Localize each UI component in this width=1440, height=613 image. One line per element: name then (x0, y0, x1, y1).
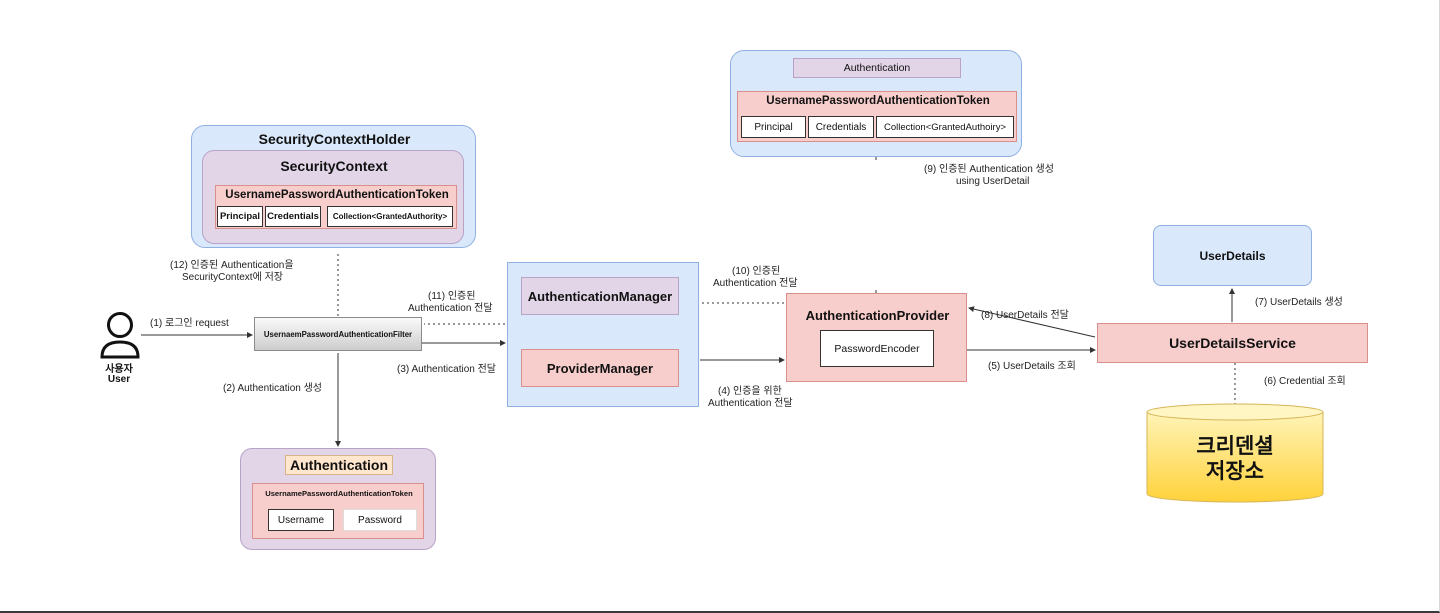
authenticated-credentials-field: Credentials (808, 116, 874, 138)
security-context-holder-title: SecurityContextHolder (258, 131, 411, 147)
step-12-label-line1: (12) 인증된 Authentication을 (170, 260, 294, 271)
step-3-label: (3) Authentication 전달 (397, 364, 497, 375)
step-9-label-line2: using UserDetail (956, 176, 1030, 187)
step-5-label: (5) UserDetails 조회 (988, 361, 1076, 372)
authentication-manager: AuthenticationManager (521, 277, 679, 315)
security-context-token: UsernamePasswordAuthenticationToken Prin… (215, 185, 457, 229)
authenticated-token-box: Authentication UsernamePasswordAuthentic… (730, 50, 1022, 157)
user-label-en: User (107, 373, 131, 385)
password-field: Password (343, 509, 417, 531)
step-6-label: (6) Credential 조회 (1264, 376, 1346, 387)
username-field: Username (268, 509, 334, 531)
step-4-label-line1: (4) 인증을 위한 (718, 386, 782, 397)
step-10-label-line2: Authentication 전달 (713, 278, 798, 289)
step-11-label-line1: (11) 인증된 (428, 291, 476, 302)
user-actor-icon (98, 310, 142, 360)
authentication-manager-container: AuthenticationManager ProviderManager (507, 262, 699, 407)
step-8-label: (8) UserDetails 전달 (981, 310, 1069, 321)
credential-store-line2: 저장소 (1206, 460, 1264, 483)
step-10-label-line1: (10) 인증된 (732, 266, 781, 277)
authenticated-authorities-field: Collection<GrantedAuthoiry> (876, 116, 1014, 138)
user-details-service: UserDetailsService (1097, 323, 1368, 363)
credentials-field: Credentials (265, 206, 321, 227)
security-context: SecurityContext UsernamePasswordAuthenti… (202, 150, 464, 244)
principal-field: Principal (217, 206, 263, 227)
security-context-title: SecurityContext (280, 158, 388, 174)
credential-store-line1: 크리덴셜 (1196, 435, 1274, 458)
authentication-box-title: Authentication (285, 455, 393, 475)
authentication-box-token-title: UsernamePasswordAuthenticationToken (265, 488, 413, 498)
step-12-label-line2: SecurityContext에 저장 (182, 272, 283, 283)
security-context-token-title: UsernamePasswordAuthenticationToken (225, 189, 449, 201)
step-7-label: (7) UserDetails 생성 (1255, 297, 1343, 308)
provider-manager: ProviderManager (521, 349, 679, 387)
authenticated-token: UsernamePasswordAuthenticationToken Prin… (737, 91, 1017, 142)
authorities-field: Collection<GrantedAuthority> (327, 206, 453, 227)
authenticated-token-header: Authentication (793, 58, 961, 78)
step-9-label-line1: (9) 인증된 Authentication 생성 (924, 164, 1054, 175)
step-4-label-line2: Authentication 전달 (708, 398, 793, 409)
authentication-box-token: UsernamePasswordAuthenticationToken User… (252, 483, 424, 539)
authentication-filter: UsernaemPasswordAuthenticationFilter (254, 317, 422, 351)
user-details: UserDetails (1153, 225, 1312, 286)
password-encoder: PasswordEncoder (820, 330, 934, 367)
credential-store-cylinder (1146, 403, 1324, 503)
authenticated-principal-field: Principal (741, 116, 806, 138)
step-1-label: (1) 로그인 request (150, 318, 229, 329)
step-2-label: (2) Authentication 생성 (223, 383, 323, 394)
security-context-holder: SecurityContextHolder SecurityContext Us… (191, 125, 476, 248)
step-11-label-line2: Authentication 전달 (408, 303, 493, 314)
user-label-ko: 사용자 (105, 363, 133, 375)
authentication-provider: AuthenticationProvider PasswordEncoder (786, 293, 967, 382)
authentication-box: Authentication UsernamePasswordAuthentic… (240, 448, 436, 550)
authentication-provider-title: AuthenticationProvider (805, 307, 950, 323)
authenticated-token-title: UsernamePasswordAuthenticationToken (766, 95, 990, 107)
